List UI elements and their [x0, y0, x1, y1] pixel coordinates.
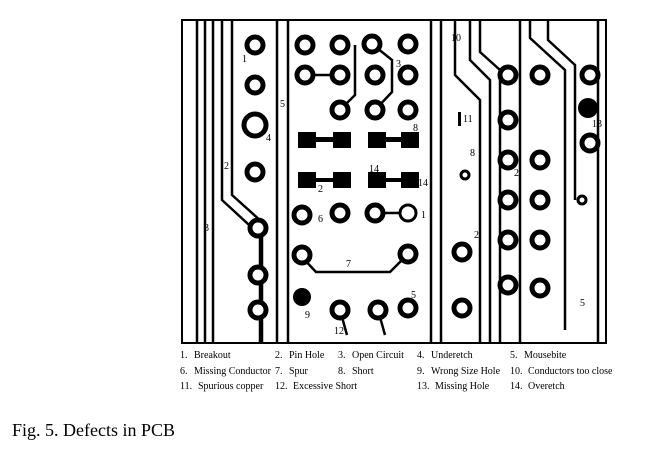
pcb-pads	[241, 33, 601, 321]
defect-marker: 10	[451, 33, 461, 44]
legend-item: 4.Underetch	[417, 350, 473, 361]
legend-row: 11.Spurious copper 12.Excessive Short 13…	[180, 379, 620, 395]
figure-caption: Fig. 5. Defects in PCB	[12, 420, 176, 440]
defect-marker: 11	[463, 114, 473, 125]
pcb-defect-pads	[293, 98, 598, 306]
legend-item: 1.Breakout	[180, 350, 231, 361]
defect-marker: 13	[592, 119, 602, 130]
pcb-traces	[195, 20, 600, 343]
legend-item: 12.Excessive Short	[275, 381, 358, 392]
defect-marker: 1	[242, 54, 247, 65]
defect-marker: 3	[396, 59, 401, 70]
legend-item: 7.Spur	[275, 365, 308, 377]
legend-item: 5.Mousebite	[510, 350, 567, 361]
defect-marker: 5	[411, 290, 416, 301]
legend-item: 10.Conductors too close	[510, 365, 613, 377]
defect-marker: 7	[346, 259, 351, 270]
defect-marker: 8	[470, 148, 475, 159]
legend-row: 6.Missing Conductor 7.Spur 8.Short 9.Wro…	[180, 364, 620, 380]
legend-item: 13.Missing Hole	[417, 381, 490, 392]
pcb-smd-pads	[298, 112, 461, 188]
legend-item: 3.Open Circuit	[338, 350, 404, 361]
legend-item: 8.Short	[338, 365, 374, 377]
defect-marker: 6	[318, 214, 323, 225]
legend-row: 1.Breakout 2.Pin Hole 3.Open Circuit 4.U…	[180, 348, 620, 364]
defect-legend: 1.Breakout 2.Pin Hole 3.Open Circuit 4.U…	[180, 348, 620, 398]
legend-item: 11.Spurious copper	[180, 381, 264, 392]
legend-item: 2.Pin Hole	[275, 350, 325, 361]
legend-item: 9.Wrong Size Hole	[417, 365, 501, 377]
defect-marker: 2	[514, 168, 519, 179]
defect-marker: 1	[421, 210, 426, 221]
defect-marker: 5	[580, 298, 585, 309]
defect-marker: 12	[334, 326, 344, 337]
defect-marker: 5	[280, 99, 285, 110]
defect-marker: 8	[413, 123, 418, 134]
defect-marker: 4	[266, 133, 271, 144]
defect-marker: 2	[224, 161, 229, 172]
pcb-board-frame	[181, 19, 607, 344]
defect-marker: 9	[305, 310, 310, 321]
defect-marker: 2	[318, 184, 323, 195]
defect-marker: 2	[474, 230, 479, 241]
legend-item: 6.Missing Conductor	[180, 365, 271, 377]
defect-marker: 14	[418, 178, 428, 189]
defect-markers: 1 5 4 2 3 3 8 14 14 2 6 1 7 9 12 5 10 11…	[204, 33, 602, 337]
defect-marker: 14	[369, 164, 379, 175]
legend-item: 14.Overetch	[510, 381, 565, 392]
defect-marker: 3	[204, 223, 209, 234]
